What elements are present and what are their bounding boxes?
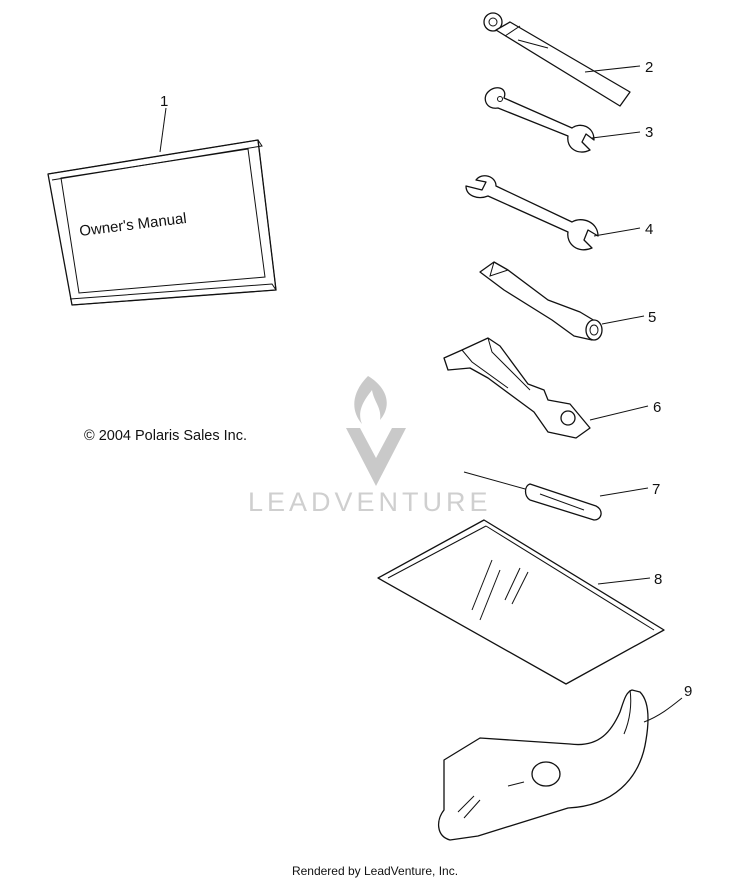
callout-7: 7 <box>652 481 660 498</box>
owners-manual-part[interactable]: Owner's Manual <box>47 139 277 306</box>
large-wrench-part[interactable] <box>465 175 599 251</box>
copyright-notice: © 2004 Polaris Sales Inc. <box>84 428 248 444</box>
callout-3: 3 <box>645 124 653 141</box>
callout-4: 4 <box>645 221 653 238</box>
callout-1: 1 <box>160 93 168 110</box>
callout-2: 2 <box>645 59 653 76</box>
callout-5: 5 <box>648 309 656 326</box>
callout-9: 9 <box>684 683 692 700</box>
socket-wrench-part[interactable] <box>479 261 603 341</box>
flame-logo-icon <box>346 376 406 486</box>
callout-8: 8 <box>654 571 662 588</box>
hook-bracket-part[interactable] <box>438 689 649 841</box>
spanner-tool-part[interactable] <box>443 337 591 439</box>
small-wrench-part[interactable] <box>484 87 595 153</box>
watermark-text: LEADVENTURE <box>248 487 492 517</box>
screwdriver-part[interactable] <box>463 471 602 521</box>
spark-plug-wrench-part[interactable] <box>483 12 631 107</box>
tool-bag-part[interactable] <box>377 519 665 685</box>
leadventure-watermark: LEADVENTURE <box>248 376 492 517</box>
rendered-by-footer: Rendered by LeadVenture, Inc. <box>291 864 459 878</box>
callout-6: 6 <box>653 399 661 416</box>
